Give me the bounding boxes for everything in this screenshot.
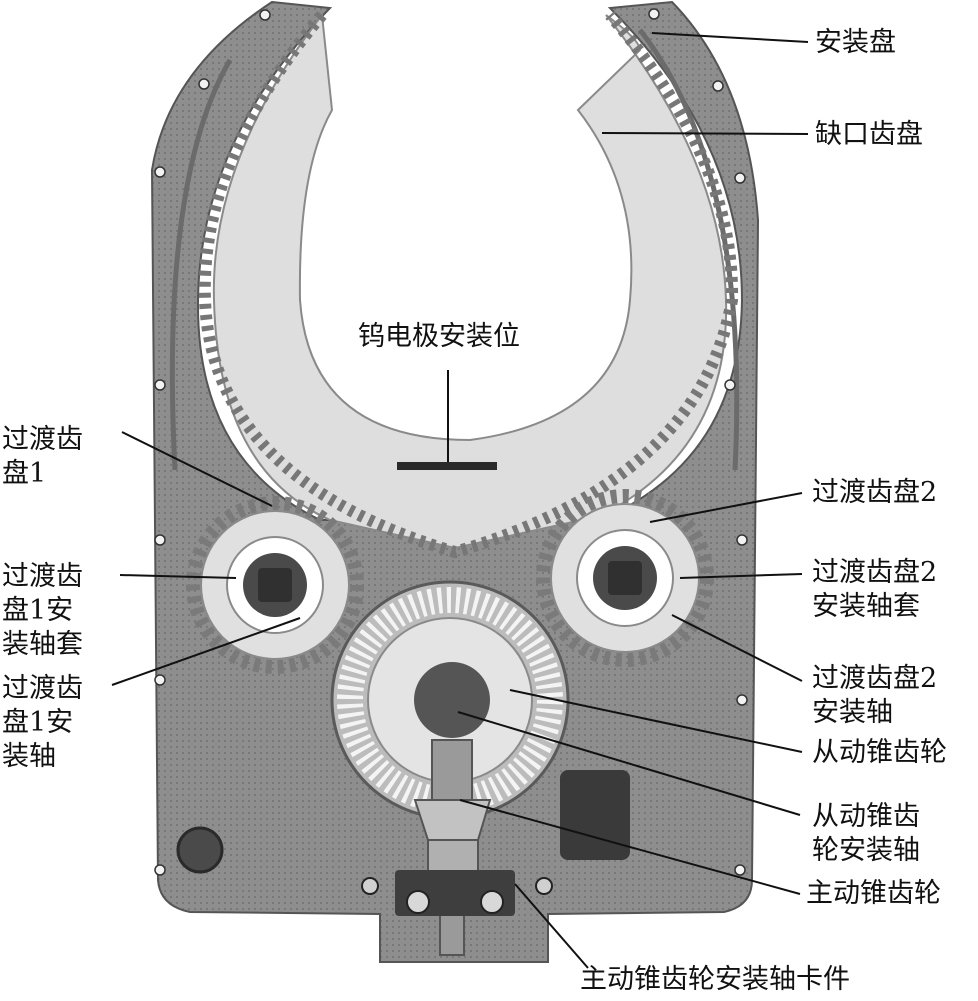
label-idler1-sleeve: 过渡齿 盘1安 装轴套	[2, 561, 83, 660]
plate-boss-left	[176, 826, 224, 874]
label-idler2-shaft: 过渡齿盘2 安装轴	[812, 663, 938, 728]
mount-plate-holes	[154, 8, 748, 876]
driven-bevel-gear	[330, 580, 570, 820]
leader-lines	[111, 32, 809, 969]
leader-drive-shaft-clamp	[514, 883, 589, 969]
leader-driven-bevel-shaft	[457, 711, 801, 816]
label-driven-bevel: 从动锥齿轮	[812, 737, 947, 768]
label-idler1-shaft: 过渡齿 盘1安 装轴	[2, 673, 83, 772]
label-drive-bevel: 主动锥齿轮	[806, 878, 941, 909]
leader-mount-plate	[651, 32, 809, 43]
leader-idler2	[649, 492, 803, 523]
label-mount-plate: 安装盘	[815, 27, 896, 58]
drive-shaft-clamp	[361, 870, 553, 916]
label-notched-gear: 缺口齿盘	[815, 119, 923, 150]
leader-idler1	[121, 431, 273, 507]
electrode-seat-bar	[397, 462, 497, 470]
leader-idler1-shaft	[111, 617, 301, 686]
mount-plate-rim-right	[638, 28, 740, 471]
notched-gear-ring	[198, 11, 739, 559]
leader-notched-gear	[601, 132, 809, 135]
label-idler1: 过渡齿 盘1	[2, 424, 83, 489]
leader-idler2-shaft	[671, 614, 803, 682]
mount-plate-rim	[169, 58, 233, 471]
label-idler2: 过渡齿盘2	[812, 477, 938, 508]
leader-driven-bevel	[509, 689, 803, 753]
label-electrode-seat: 钨电极安装位	[358, 321, 520, 352]
mount-plate-shape	[150, 0, 760, 963]
idler-gear-1	[186, 496, 364, 674]
leader-idler1-sleeve	[119, 574, 237, 579]
label-driven-bevel-shaft: 从动锥齿 轮安装轴	[812, 801, 920, 866]
label-drive-shaft-clamp: 主动锥齿轮安装轴卡件	[580, 964, 850, 995]
leader-idler2-sleeve	[679, 573, 803, 579]
label-idler2-sleeve: 过渡齿盘2 安装轴套	[812, 557, 938, 622]
leader-drive-bevel	[459, 799, 801, 895]
plate-recess-right	[560, 770, 630, 860]
